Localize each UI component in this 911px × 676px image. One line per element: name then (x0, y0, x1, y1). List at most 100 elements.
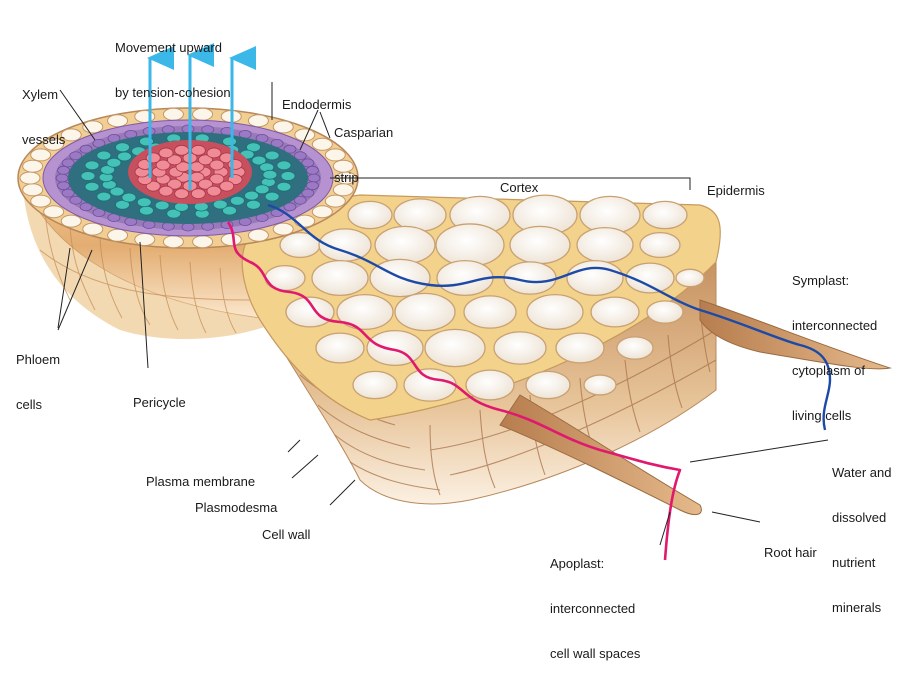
cortex-cell (466, 370, 514, 400)
phloem-cell (213, 200, 227, 209)
phloem-cell (246, 200, 260, 209)
label-line: cytoplasm of (792, 363, 877, 378)
cortex-cell (527, 295, 583, 330)
cortex-cell (617, 337, 653, 359)
phloem-cell (277, 161, 291, 170)
label-movement-upward: Movement upward by tension-cohesion (115, 10, 231, 115)
cortex-cell (526, 371, 570, 398)
epidermis-cell (193, 236, 213, 248)
phloem-cell (245, 191, 259, 200)
label-line: nutrient (832, 555, 892, 570)
epidermis-cell (20, 172, 40, 184)
label-line: interconnected (792, 318, 877, 333)
phloem-cell (139, 206, 153, 215)
label-line: Water and (832, 465, 892, 480)
epidermis-cell (61, 215, 81, 227)
pericycle-cell (62, 189, 74, 197)
phloem-cell (277, 182, 291, 191)
epidermis-cell (31, 195, 51, 207)
label-casparian-strip: Casparian strip (334, 95, 393, 200)
label-line: by tension-cohesion (115, 85, 231, 100)
xylem-vessel (175, 145, 189, 155)
label-xylem-vessels: Xylem vessels (22, 57, 65, 162)
phloem-cell (281, 172, 295, 181)
xylem-vessel (228, 159, 242, 169)
phloem-cell (265, 192, 279, 201)
cortex-cell (494, 332, 546, 364)
label-line: Casparian (334, 125, 393, 140)
cortex-cell (464, 296, 516, 328)
cortex-cell (375, 226, 435, 263)
stele-top-face (18, 108, 358, 248)
label-line: cells (16, 397, 60, 412)
phloem-cell (155, 201, 169, 210)
label-line: Symplast: (792, 273, 877, 288)
label-line: Xylem (22, 87, 65, 102)
phloem-cell (97, 192, 111, 201)
pericycle-cell (58, 166, 70, 174)
label-cortex: Cortex (500, 150, 538, 210)
label-phloem-cells: Phloem cells (16, 322, 60, 427)
label-pericycle: Pericycle (133, 365, 186, 425)
phloem-cell (81, 172, 95, 181)
xylem-vessel (207, 186, 221, 196)
phloem-cell (230, 196, 244, 205)
label-line: dissolved (832, 510, 892, 525)
pericycle-cell (56, 174, 68, 182)
xylem-vessel (220, 181, 234, 191)
pericycle-cell (182, 223, 194, 231)
label-line: Cell wall (262, 527, 310, 542)
cortex-cell (584, 375, 616, 395)
epidermis-cell (312, 206, 332, 218)
cortex-cell (312, 261, 368, 296)
cortex-cell (577, 228, 633, 263)
label-line: cell wall spaces (550, 646, 640, 661)
xylem-vessel (191, 145, 205, 155)
cortex-cell (348, 201, 392, 228)
epidermis-cell (273, 223, 293, 235)
cortex-cell (676, 269, 704, 286)
label-line: Apoplast: (550, 556, 640, 571)
phloem-cell (117, 152, 131, 161)
cortex-cell (425, 329, 485, 366)
epidermis-cell (295, 215, 315, 227)
xylem-vessel (207, 148, 221, 158)
cortex-cell (643, 201, 687, 228)
cortex-cell (647, 301, 683, 323)
xylem-vessel (146, 153, 160, 163)
label-line: Cortex (500, 180, 538, 195)
phloem-cell (85, 161, 99, 170)
epidermis-cell (163, 236, 183, 248)
label-epidermis: Epidermis (707, 153, 765, 213)
phloem-cell (265, 151, 279, 160)
epidermis-cell (221, 234, 241, 246)
phloem-cell (122, 193, 136, 202)
cortex-cell (556, 333, 604, 363)
pericycle-cell (58, 182, 70, 190)
phloem-cell (116, 143, 130, 152)
xylem-vessel (191, 189, 205, 199)
label-line: interconnected (550, 601, 640, 616)
epidermis-cell (312, 138, 332, 150)
label-line: Pericycle (133, 395, 186, 410)
pericycle-cell (306, 182, 318, 190)
label-line: Epidermis (707, 183, 765, 198)
label-water-minerals: Water and dissolved nutrient minerals (832, 435, 892, 630)
phloem-cell (223, 137, 237, 146)
cortex-cell (591, 297, 639, 327)
cortex-cell (367, 331, 423, 366)
epidermis-cell (44, 206, 64, 218)
label-line: Root hair (764, 545, 817, 560)
epidermis-cell (135, 234, 155, 246)
cortex-cell (567, 261, 623, 296)
epidermis-cell (83, 223, 103, 235)
xylem-vessel (159, 186, 173, 196)
pericycle-cell (302, 189, 314, 197)
phloem-cell (97, 151, 111, 160)
xylem-vessel (159, 148, 173, 158)
epidermis-cell (108, 229, 128, 241)
pericycle-cell (182, 125, 194, 133)
xylem-vessel (175, 189, 189, 199)
cortex-cell (436, 224, 504, 266)
phloem-cell (263, 170, 277, 179)
